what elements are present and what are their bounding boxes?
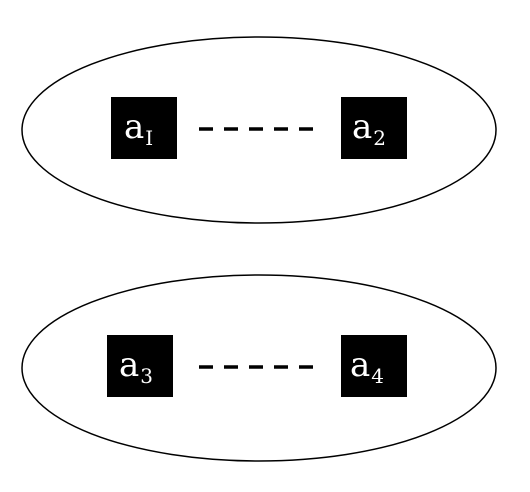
- node-a4-box: [341, 335, 407, 397]
- node-a4-base: a: [350, 345, 370, 385]
- node-a3-label: a3: [119, 345, 153, 388]
- node-a4-subscript: 4: [371, 364, 384, 388]
- node-a1-subscript: I: [145, 126, 153, 150]
- node-a4-label: a4: [350, 345, 384, 388]
- node-a1-box: [111, 97, 177, 159]
- node-a4: a4: [341, 335, 407, 397]
- node-a2-base: a: [352, 107, 372, 147]
- node-a1-label: aI: [124, 107, 153, 150]
- group-2: a3 a4: [21, 274, 497, 462]
- group-1: aI a2: [21, 36, 497, 224]
- node-a1: aI: [111, 97, 177, 159]
- node-a3-box: [107, 335, 173, 397]
- group-1-ellipse: [21, 36, 497, 224]
- node-a3: a3: [107, 335, 173, 397]
- node-a2: a2: [341, 97, 407, 159]
- group-2-ellipse: [21, 274, 497, 462]
- node-a2-box: [341, 97, 407, 159]
- node-a3-base: a: [119, 345, 139, 385]
- node-a2-label: a2: [352, 107, 386, 150]
- node-a1-base: a: [124, 107, 144, 147]
- node-a3-subscript: 3: [140, 364, 153, 388]
- node-a2-subscript: 2: [373, 126, 386, 150]
